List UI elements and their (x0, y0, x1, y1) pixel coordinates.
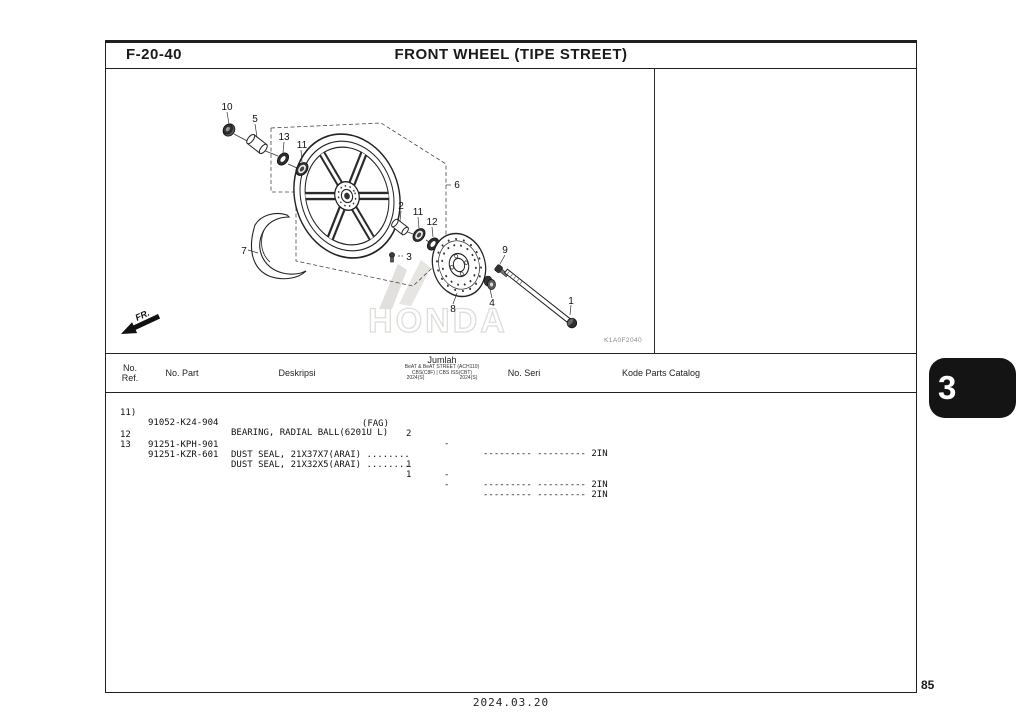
cell-part: 91052-K24-904 (148, 418, 219, 428)
part-dust-seal-13 (276, 152, 290, 166)
svg-text:HONDA: HONDA (368, 302, 508, 340)
callout-3: 3 (406, 252, 412, 263)
callout-13: 13 (278, 132, 290, 143)
chapter-tab-3[interactable]: 3 (929, 358, 1016, 418)
callout-1: 1 (568, 296, 574, 307)
qty-subheader-year-2: 2024(S) (459, 375, 478, 381)
callout-8: 8 (450, 304, 456, 315)
cell-ref: 11) (120, 408, 137, 418)
callout-5: 5 (252, 114, 258, 125)
callout-numbers: 10 5 13 11 6 2 11 12 3 7 8 9 4 1 (221, 102, 574, 315)
callout-6: 6 (454, 180, 460, 191)
parts-table-header: No. Ref. No. Part Deskripsi Jumlah BeAT … (106, 353, 916, 393)
table-row: 11) 91052-K24-904 BEARING, RADIAL BALL(6… (106, 398, 916, 438)
cell-desc: BEARING, RADIAL BALL(6201U L) (231, 428, 389, 438)
col-header-desc: Deskripsi (278, 368, 316, 378)
cell-desc-line2: (FAG) (361, 419, 389, 429)
cell-desc: DUST SEAL, 21X32X5(ARAI) ........ (231, 460, 410, 470)
part-wheel-6 (293, 133, 401, 259)
callout-11-right: 11 (413, 207, 424, 218)
qty-subheader-variant: CBS(C8F) | CBS ISS(CBT) (411, 369, 473, 376)
callout-9: 9 (502, 245, 508, 256)
dashed-construction-lines (270, 122, 447, 287)
qty-subheader-model: BeAT & BeAT STREET (ACH110) (404, 364, 480, 370)
part-bearing-11-left (295, 162, 309, 176)
cell-qty: 2 (406, 429, 412, 439)
page-number: 85 (921, 678, 935, 692)
callout-leader-lines (226, 111, 572, 316)
callout-4: 4 (489, 298, 495, 309)
part-bearing-11-right (412, 228, 426, 242)
page-header-band: F-20-40 FRONT WHEEL (TIPE STREET) (106, 43, 916, 69)
cell-qty: 1 (406, 460, 412, 470)
cell-desc: DUST SEAL, 21X37X7(ARAI) ........ (231, 450, 410, 460)
cell-part: 91251-KPH-901 (148, 440, 219, 450)
col-header-seri: No. Seri (507, 368, 541, 378)
part-cover-7 (251, 212, 307, 280)
col-header-ref: No. Ref. (121, 363, 139, 383)
part-brake-disc-8 (431, 232, 487, 298)
section-code: F-20-40 (126, 46, 183, 63)
cell-seri: - (444, 480, 450, 490)
part-collar-2 (391, 218, 409, 236)
drawing-code: K1A0F2040 (604, 337, 642, 344)
cell-ref: 12 (120, 430, 131, 440)
exploded-parts-diagram: HONDA (121, 102, 642, 344)
callout-7: 7 (241, 246, 247, 257)
part-side-collar-4 (483, 275, 496, 290)
part-bolt-9 (494, 264, 509, 278)
part-collar-5 (246, 133, 268, 155)
table-row: 12 91251-KPH-901 DUST SEAL, 21X37X7(ARAI… (106, 420, 916, 490)
cell-ref: 13 (120, 440, 131, 450)
honda-watermark: HONDA (368, 260, 508, 341)
diagram-right-divider (654, 69, 655, 353)
cell-part: 91251-KZR-601 (148, 450, 219, 460)
cell-seri: - (444, 439, 450, 449)
qty-subheader-year-1: 2024(S) (406, 375, 425, 381)
page-title: FRONT WHEEL (TIPE STREET) (394, 46, 628, 63)
callout-11-left: 11 (297, 140, 308, 151)
callout-12: 12 (426, 217, 438, 228)
cell-kode: --------- --------- 2IN (483, 449, 608, 459)
part-nut-10 (222, 123, 236, 137)
cell-qty: 1 (406, 470, 412, 480)
chapter-tab-number: 3 (938, 369, 957, 406)
cell-seri: - (444, 470, 450, 480)
part-valve-3 (389, 252, 395, 263)
catalog-page-frame: F-20-40 FRONT WHEEL (TIPE STREET) HONDA (105, 40, 917, 693)
callout-2: 2 (398, 201, 404, 212)
cell-kode: --------- --------- 2IN (483, 490, 608, 500)
callout-10: 10 (221, 102, 233, 113)
page-date: 2024.03.20 (472, 696, 550, 709)
fr-direction-arrow: FR. (121, 308, 161, 334)
col-header-kode: Kode Parts Catalog (621, 368, 701, 378)
table-row: 13 91251-KZR-601 DUST SEAL, 21X32X5(ARAI… (106, 430, 916, 500)
part-axle-1 (503, 268, 578, 329)
cell-kode: --------- --------- 2IN (483, 480, 608, 490)
table-row-continuation: (FAG) 2 - --------- --------- 2IN (106, 409, 916, 459)
col-header-part: No. Part (165, 368, 199, 378)
col-header-qty: Jumlah BeAT & BeAT STREET (ACH110) CBS(C… (389, 355, 495, 382)
